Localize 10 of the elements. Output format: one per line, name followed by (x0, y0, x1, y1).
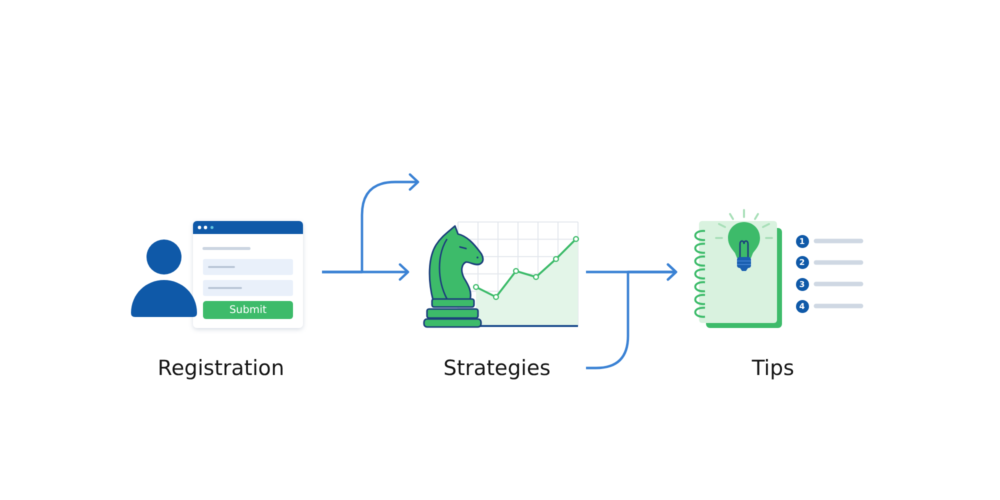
step-number: 1 (796, 234, 808, 248)
step-number: 2 (796, 256, 808, 269)
connector-arrow (586, 263, 678, 370)
step-label: Registration (158, 355, 284, 381)
step-label: Tips (752, 355, 794, 381)
step-label: Strategies (443, 355, 551, 381)
submit-button: Submit (203, 301, 293, 319)
connector-arrow (322, 173, 420, 274)
step-number: 3 (796, 278, 808, 290)
step-number: 4 (796, 300, 808, 312)
